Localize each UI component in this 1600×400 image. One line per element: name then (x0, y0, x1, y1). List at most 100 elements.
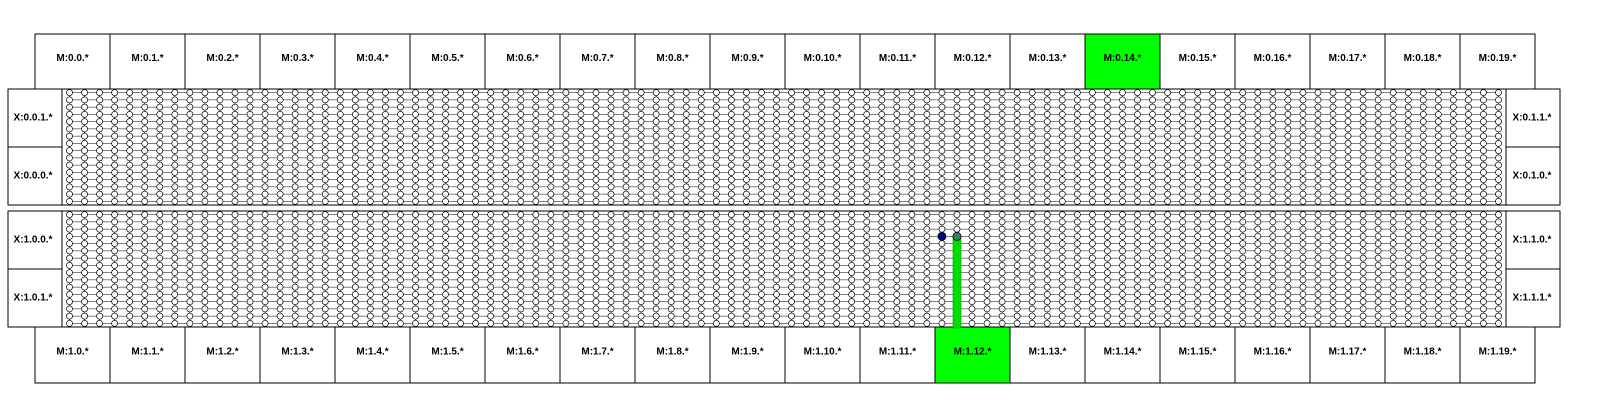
teal-highlight-node[interactable] (952, 231, 962, 241)
bottom-mem-19[interactable]: M:1.19.* (1459, 326, 1536, 384)
top-mem-13[interactable]: M:0.13.* (1009, 33, 1086, 90)
bottom-mem-label: M:1.12.* (954, 347, 992, 358)
right-crossbar-labels: X:0.1.1.* X:0.1.0.* X:1.1.0.* X:1.1.1.* (1513, 113, 1552, 304)
top-mem-label: M:0.2.* (206, 53, 238, 64)
top-mem-label: M:0.17.* (1329, 53, 1367, 64)
bottom-mem-13[interactable]: M:1.13.* (1009, 326, 1086, 384)
core-grid-block-1 (7, 210, 1561, 328)
left-x-label-1[interactable]: X:0.0.0.* (14, 171, 53, 182)
top-mem-4[interactable]: M:0.4.* (334, 33, 411, 90)
bottom-mem-16[interactable]: M:1.16.* (1234, 326, 1311, 384)
left-crossbar-labels: X:0.0.1.* X:0.0.0.* X:1.0.0.* X:1.0.1.* (14, 113, 53, 304)
block-frame (7, 88, 1561, 206)
top-mem-0[interactable]: M:0.0.* (34, 33, 111, 90)
left-x-label-2[interactable]: X:1.0.0.* (14, 235, 53, 246)
right-x-label-3[interactable]: X:1.1.1.* (1513, 293, 1552, 304)
bottom-mem-label: M:1.6.* (506, 347, 538, 358)
bottom-mem-10[interactable]: M:1.10.* (784, 326, 861, 384)
top-mem-label: M:0.1.* (131, 53, 163, 64)
top-mem-label: M:0.6.* (506, 53, 538, 64)
bottom-mem-3[interactable]: M:1.3.* (259, 326, 336, 384)
top-mem-9[interactable]: M:0.9.* (709, 33, 786, 90)
top-mem-16[interactable]: M:0.16.* (1234, 33, 1311, 90)
top-mem-12[interactable]: M:0.12.* (934, 33, 1011, 90)
left-x-label-0[interactable]: X:0.0.1.* (14, 113, 53, 124)
bottom-mem-label: M:1.10.* (804, 347, 842, 358)
bottom-mem-4[interactable]: M:1.4.* (334, 326, 411, 384)
bottom-mem-1[interactable]: M:1.1.* (109, 326, 186, 384)
bottom-mem-label: M:1.7.* (581, 347, 613, 358)
bottom-mem-17[interactable]: M:1.17.* (1309, 326, 1386, 384)
top-mem-label: M:0.12.* (954, 53, 992, 64)
top-mem-label: M:0.9.* (731, 53, 763, 64)
top-mem-label: M:0.16.* (1254, 53, 1292, 64)
bottom-mem-11[interactable]: M:1.11.* (859, 326, 936, 384)
bottom-mem-label: M:1.14.* (1104, 347, 1142, 358)
bottom-mem-8[interactable]: M:1.8.* (634, 326, 711, 384)
top-mem-label: M:0.18.* (1404, 53, 1442, 64)
top-mem-7[interactable]: M:0.7.* (559, 33, 636, 90)
top-mem-5[interactable]: M:0.5.* (409, 33, 486, 90)
top-mem-label: M:0.3.* (281, 53, 313, 64)
right-x-label-1[interactable]: X:0.1.0.* (1513, 171, 1552, 182)
bottom-mem-9[interactable]: M:1.9.* (709, 326, 786, 384)
blue-highlight-node[interactable] (937, 231, 947, 241)
top-mem-label: M:0.19.* (1479, 53, 1517, 64)
top-mem-19[interactable]: M:0.19.* (1459, 33, 1536, 90)
top-mem-18[interactable]: M:0.18.* (1384, 33, 1461, 90)
bottom-mem-label: M:1.16.* (1254, 347, 1292, 358)
bottom-mem-label: M:1.8.* (656, 347, 688, 358)
top-mem-2[interactable]: M:0.2.* (184, 33, 261, 90)
right-x-label-0[interactable]: X:0.1.1.* (1513, 113, 1552, 124)
bottom-mem-label: M:1.0.* (56, 347, 88, 358)
bottom-mem-label: M:1.4.* (356, 347, 388, 358)
bottom-mem-label: M:1.5.* (431, 347, 463, 358)
top-mem-14[interactable]: M:0.14.* (1084, 33, 1161, 90)
bottom-mem-15[interactable]: M:1.15.* (1159, 326, 1236, 384)
block-frame (7, 210, 1561, 328)
bottom-mem-label: M:1.11.* (879, 347, 916, 358)
top-mem-label: M:0.8.* (656, 53, 688, 64)
right-x-label-2[interactable]: X:1.1.0.* (1513, 235, 1552, 246)
top-mem-6[interactable]: M:0.6.* (484, 33, 561, 90)
top-mem-3[interactable]: M:0.3.* (259, 33, 336, 90)
top-mem-label: M:0.13.* (1029, 53, 1067, 64)
bottom-mem-label: M:1.1.* (131, 347, 163, 358)
top-mem-8[interactable]: M:0.8.* (634, 33, 711, 90)
bottom-mem-12[interactable]: M:1.12.* (934, 326, 1011, 384)
bottom-mem-5[interactable]: M:1.5.* (409, 326, 486, 384)
top-memory-row: M:0.0.* M:0.1.* M:0.2.* M:0.3.* M:0.4.* M:0.5… (34, 33, 1536, 90)
bottom-mem-label: M:1.19.* (1479, 347, 1517, 358)
top-mem-17[interactable]: M:0.17.* (1309, 33, 1386, 90)
bottom-mem-7[interactable]: M:1.7.* (559, 326, 636, 384)
bottom-mem-label: M:1.2.* (206, 347, 238, 358)
left-x-label-3[interactable]: X:1.0.1.* (14, 293, 53, 304)
top-mem-label: M:0.15.* (1179, 53, 1217, 64)
core-nodes (66, 211, 1502, 327)
bottom-mem-6[interactable]: M:1.6.* (484, 326, 561, 384)
bottom-mem-2[interactable]: M:1.2.* (184, 326, 261, 384)
top-mem-label: M:0.11.* (879, 53, 916, 64)
top-mem-10[interactable]: M:0.10.* (784, 33, 861, 90)
bottom-mem-14[interactable]: M:1.14.* (1084, 326, 1161, 384)
top-mem-15[interactable]: M:0.15.* (1159, 33, 1236, 90)
bottom-mem-label: M:1.17.* (1329, 347, 1367, 358)
top-mem-1[interactable]: M:0.1.* (109, 33, 186, 90)
active-route (952, 236, 962, 329)
top-mem-label: M:0.4.* (356, 53, 388, 64)
bottom-mem-label: M:1.13.* (1029, 347, 1067, 358)
route-overlay (937, 231, 962, 329)
bottom-mem-18[interactable]: M:1.18.* (1384, 326, 1461, 384)
bottom-mem-0[interactable]: M:1.0.* (34, 326, 111, 384)
bottom-mem-label: M:1.9.* (731, 347, 763, 358)
core-nodes (66, 89, 1502, 205)
top-mem-label: M:0.14.* (1104, 53, 1142, 64)
top-mem-11[interactable]: M:0.11.* (859, 33, 936, 90)
top-mem-label: M:0.10.* (804, 53, 842, 64)
bottom-memory-row: M:1.0.* M:1.1.* M:1.2.* M:1.3.* M:1.4.* M:1.5… (34, 326, 1536, 384)
bottom-mem-label: M:1.15.* (1179, 347, 1217, 358)
top-mem-label: M:0.0.* (56, 53, 88, 64)
core-grid-block-0 (7, 88, 1561, 206)
top-mem-label: M:0.5.* (431, 53, 463, 64)
